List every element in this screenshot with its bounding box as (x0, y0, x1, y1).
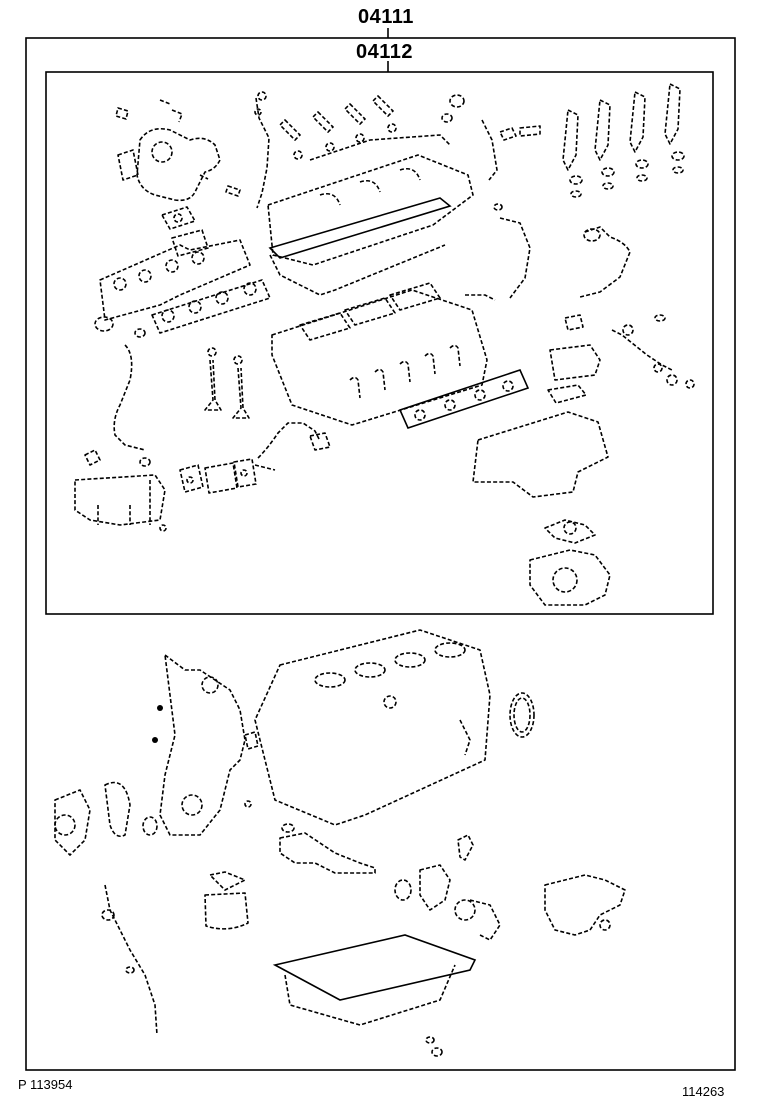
egr-cooler (74, 474, 167, 532)
oil-filter (204, 892, 249, 930)
inner-kit-frame (45, 71, 714, 615)
intake-valves (204, 347, 250, 419)
oil-filter-gasket (209, 871, 246, 891)
water-inlet (394, 834, 501, 941)
oil-strainer (279, 823, 376, 874)
oil-level-gauge (101, 884, 158, 1036)
fuel-return-hose (309, 134, 451, 161)
turbo-oil-pipe (579, 226, 631, 298)
oil-pump (544, 874, 626, 936)
rear-crankshaft-oil-seal (509, 692, 535, 738)
outer-kit-part-number: 04111 (358, 6, 414, 28)
exhaust-manifold (472, 384, 609, 498)
egr-pipe (254, 422, 331, 471)
water-outlet-gasket (161, 206, 196, 230)
cylinder-block (254, 629, 491, 826)
vacuum-pipe-right (465, 203, 531, 301)
water-pump (54, 781, 158, 856)
water-bypass-pipe (84, 344, 151, 467)
oil-level-gauge-guide-upper (254, 91, 270, 209)
inner-kit-part-number: 04112 (356, 41, 414, 63)
cylinder-head-cover-gasket (268, 197, 452, 296)
water-outlet-housing (115, 99, 241, 202)
cylinder-head (271, 282, 488, 426)
seal-ring-left (94, 316, 146, 338)
footer-reference-code: 114263 (682, 1084, 725, 1099)
outer-kit-frame (25, 37, 736, 1071)
timing-chain-cover (152, 654, 246, 836)
drain-plug-gaskets (425, 1036, 443, 1057)
footer-illustration-code: P 113954 (18, 1077, 73, 1092)
exhaust-manifold-gasket-right (398, 369, 530, 429)
intake-manifold (99, 229, 251, 321)
oil-pressure-sensor-line (611, 314, 695, 389)
exhaust-manifold-gasket (151, 279, 271, 334)
head-cover-seals (441, 94, 465, 123)
fuel-injectors (562, 83, 685, 198)
turbocharger (529, 549, 611, 606)
turbo-gaskets (549, 314, 601, 381)
turbocharger-gasket (544, 519, 596, 544)
oil-pan (272, 934, 477, 1026)
egr-valve-gaskets (179, 458, 257, 494)
timing-cover-gasket (244, 731, 259, 808)
vacuum-hose-right (481, 119, 541, 181)
camshaft-housing (267, 154, 474, 266)
injector-seals-top (279, 95, 397, 160)
